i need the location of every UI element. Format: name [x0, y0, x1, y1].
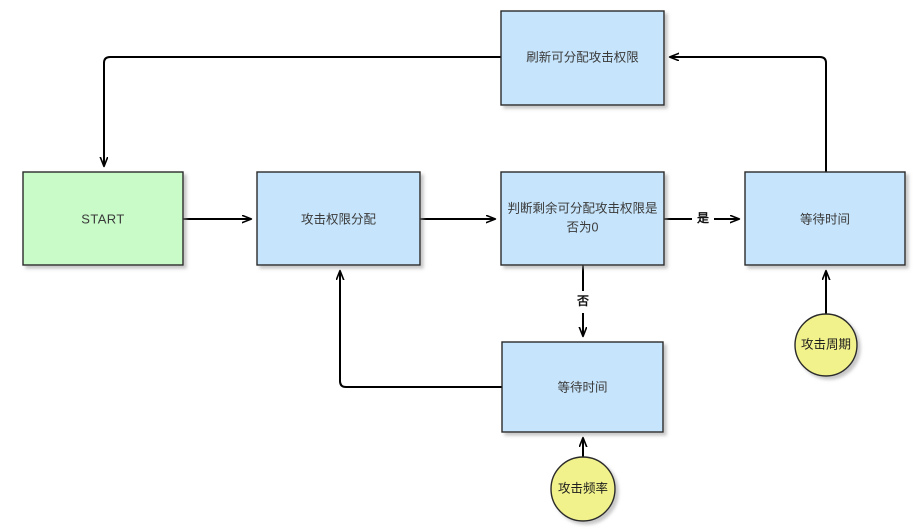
edge-refresh-to-start	[104, 56, 501, 166]
node-allocate-label: 攻击权限分配	[301, 211, 377, 226]
node-decision[interactable]: 判断剩余可分配攻击权限是 否为0	[500, 171, 665, 266]
node-decision-label-line2: 否为0	[567, 220, 599, 234]
node-refresh-label: 刷新可分配攻击权限	[526, 49, 639, 64]
node-wait-bottom[interactable]: 等待时间	[501, 341, 664, 433]
edge-label-yes-backdrop	[692, 208, 714, 230]
node-attack-period[interactable]: 攻击周期	[794, 313, 858, 377]
node-layer: START 刷新可分配攻击权限 攻击权限分配 判断剩余可分配攻击权限是 否为0	[22, 10, 906, 522]
edge-wait-right-to-refresh	[670, 57, 827, 172]
node-attack-frequency[interactable]: 攻击频率	[550, 456, 616, 522]
edge-label-yes: 是	[696, 211, 710, 225]
node-attack-period-shape[interactable]	[794, 313, 858, 377]
node-wait-right[interactable]: 等待时间	[744, 171, 906, 266]
node-wait-right-shape[interactable]	[744, 171, 906, 266]
node-decision-shape[interactable]	[500, 171, 665, 266]
node-decision-label-line1: 判断剩余可分配攻击权限是	[507, 200, 658, 215]
edge-wait-bottom-to-allocate	[340, 271, 502, 388]
node-wait-right-label: 等待时间	[800, 211, 850, 226]
node-wait-bottom-label: 等待时间	[557, 379, 607, 394]
node-attack-period-label: 攻击周期	[801, 337, 851, 351]
edge-label-layer: 是 否	[572, 208, 714, 313]
node-allocate-shape[interactable]	[256, 171, 421, 266]
node-refresh[interactable]: 刷新可分配攻击权限	[500, 10, 665, 106]
node-allocate[interactable]: 攻击权限分配	[256, 171, 421, 266]
node-attack-frequency-shape[interactable]	[550, 456, 616, 522]
edge-label-no: 否	[576, 294, 589, 308]
node-wait-bottom-shape[interactable]	[501, 341, 664, 433]
node-attack-frequency-label: 攻击频率	[558, 480, 608, 495]
edge-layer	[104, 57, 826, 457]
node-start-label: START	[81, 211, 124, 226]
edge-label-no-backdrop	[572, 291, 594, 313]
node-start[interactable]: START	[22, 171, 184, 266]
node-refresh-shape[interactable]	[500, 10, 665, 106]
node-start-shape[interactable]	[22, 171, 184, 266]
